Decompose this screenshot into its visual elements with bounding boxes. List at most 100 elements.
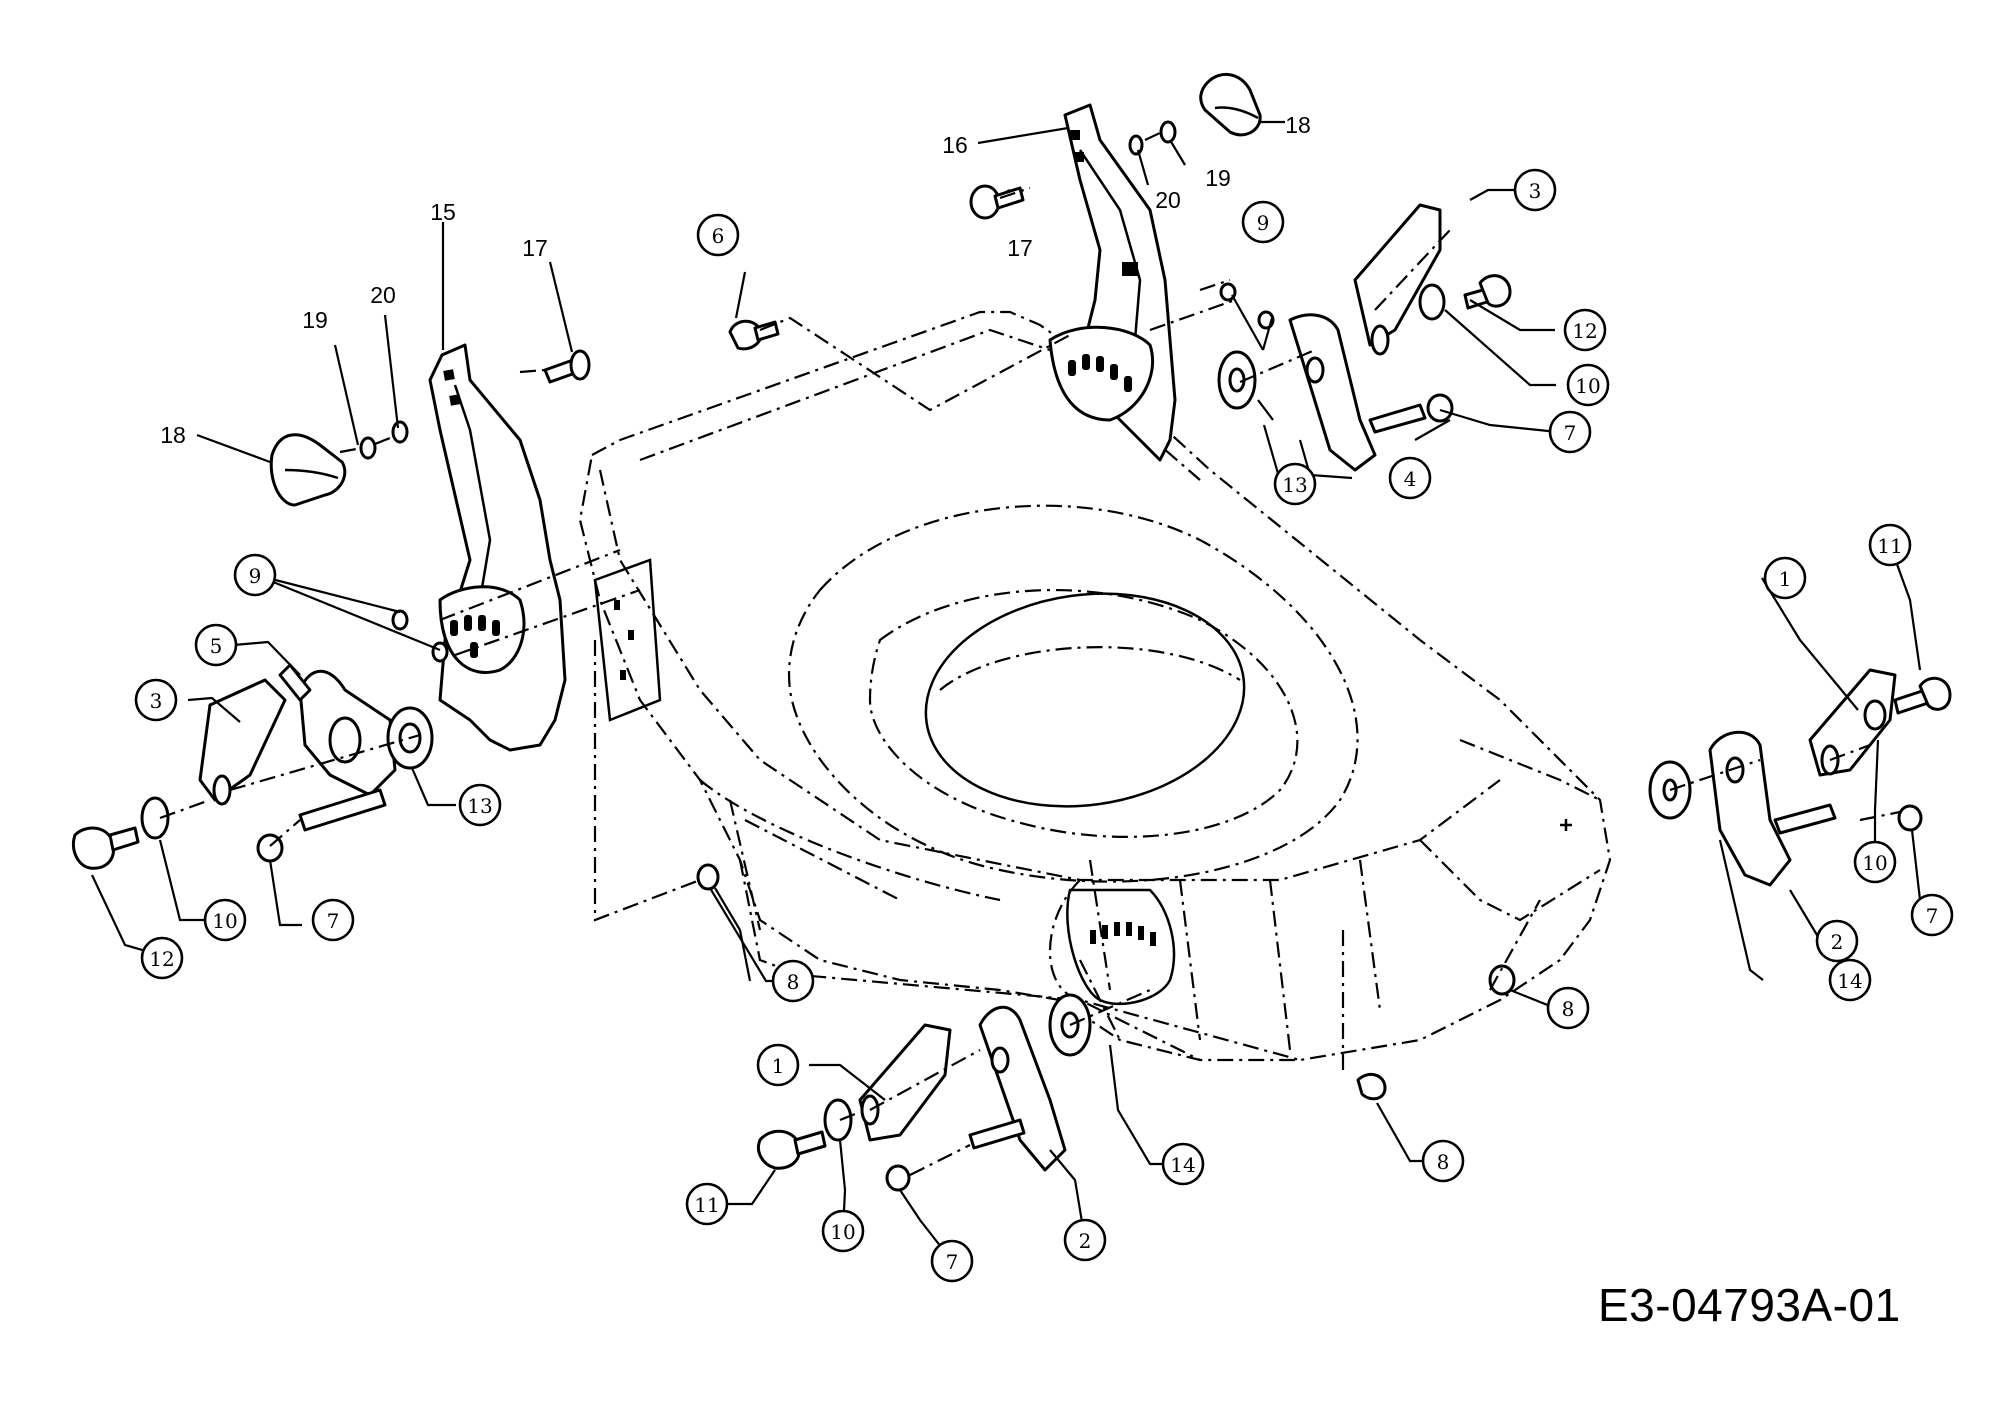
callout-circle	[1868, 523, 1912, 567]
part-label: 19	[1205, 165, 1231, 191]
callout-number: 8	[1562, 997, 1575, 1021]
callout-11: 11	[1868, 523, 1912, 567]
callout-7: 7	[1910, 893, 1954, 937]
part-label: 20	[370, 282, 396, 308]
callout-3: 3	[134, 678, 178, 722]
callout-18: 18	[1285, 112, 1311, 138]
callout-7: 7	[1548, 410, 1592, 454]
callout-circle	[756, 1043, 800, 1087]
callout-circle	[771, 959, 815, 1003]
height-adjust-bracket-left	[428, 343, 567, 752]
callout-13: 13	[458, 783, 502, 827]
callout-19: 19	[1205, 165, 1231, 191]
part-label: 15	[430, 199, 456, 225]
callout-10: 10	[1566, 363, 1610, 407]
callout-number: 5	[210, 634, 223, 658]
callout-1: 1	[1763, 556, 1807, 600]
knob-18-left	[269, 433, 347, 507]
callout-13: 13	[1273, 462, 1317, 506]
callout-circle	[140, 936, 184, 980]
callout-number: 1	[772, 1054, 785, 1078]
callout-circle	[1241, 200, 1285, 244]
callout-2: 2	[1815, 919, 1859, 963]
callout-number: 2	[1079, 1229, 1092, 1253]
callout-5: 5	[194, 623, 238, 667]
callout-number: 14	[1170, 1153, 1195, 1177]
part-label: 17	[522, 235, 548, 261]
callout-number: 12	[1572, 319, 1597, 343]
callout-10: 10	[1853, 840, 1897, 884]
callout-labels: 1122334567777888991010101011111212131314…	[134, 112, 1954, 1283]
callout-8: 8	[1421, 1139, 1465, 1183]
callout-number: 8	[1437, 1150, 1450, 1174]
callout-circle	[696, 213, 740, 257]
part-label: 20	[1155, 187, 1181, 213]
callout-2: 2	[1063, 1218, 1107, 1262]
callout-number: 11	[694, 1193, 719, 1217]
callout-circle	[1063, 1218, 1107, 1262]
callout-circle	[194, 623, 238, 667]
callout-circle	[1763, 556, 1807, 600]
callout-number: 3	[1529, 179, 1542, 203]
callout-number: 1	[1779, 567, 1792, 591]
callout-circle	[311, 898, 355, 942]
part-label: 19	[302, 307, 328, 333]
callout-7: 7	[930, 1239, 974, 1283]
callout-number: 10	[830, 1220, 855, 1244]
callout-circle	[1910, 893, 1954, 937]
callout-number: 7	[946, 1250, 959, 1274]
callout-circle	[134, 678, 178, 722]
callout-20: 20	[1155, 187, 1181, 213]
bracket-notches-left	[450, 615, 500, 658]
callout-1: 1	[756, 1043, 800, 1087]
part-label: 17	[1007, 235, 1033, 261]
callout-3: 3	[1513, 168, 1557, 212]
callout-number: 4	[1404, 467, 1417, 491]
callout-circle	[1853, 840, 1897, 884]
callout-circle	[1513, 168, 1557, 212]
callout-19: 19	[302, 307, 328, 333]
callout-8: 8	[1546, 986, 1590, 1030]
callout-circle	[1548, 410, 1592, 454]
callout-number: 2	[1831, 930, 1844, 954]
assembly-lines	[159, 131, 1901, 1176]
mower-deck	[578, 310, 1612, 1062]
callout-number: 13	[1282, 473, 1307, 497]
callout-9: 9	[1241, 200, 1285, 244]
callout-circle	[685, 1182, 729, 1226]
leader-lines	[91, 120, 1933, 1262]
bolt-6	[728, 319, 780, 351]
callout-8: 8	[771, 959, 815, 1003]
callout-14: 14	[1161, 1142, 1205, 1186]
callout-12: 12	[1563, 308, 1607, 352]
callout-number: 3	[150, 689, 163, 713]
callout-circle	[1421, 1139, 1465, 1183]
callout-16: 16	[942, 132, 968, 158]
callout-circle	[203, 898, 247, 942]
callout-circle	[821, 1209, 865, 1253]
callout-number: 9	[1257, 211, 1270, 235]
callout-circle	[1815, 919, 1859, 963]
callout-10: 10	[821, 1209, 865, 1253]
wheel-axle-group-left-front	[757, 993, 1092, 1192]
callout-17: 17	[522, 235, 548, 261]
callout-circle	[233, 553, 277, 597]
wheel-axle-group-right-rear	[1217, 203, 1512, 472]
callout-17: 17	[1007, 235, 1033, 261]
callout-20: 20	[370, 282, 396, 308]
callout-number: 9	[249, 564, 262, 588]
callout-number: 10	[1862, 851, 1887, 875]
callout-number: 7	[327, 909, 340, 933]
callout-10: 10	[203, 898, 247, 942]
callout-number: 8	[787, 970, 800, 994]
carriage-bolts-17	[543, 184, 1025, 384]
callout-7: 7	[311, 898, 355, 942]
part-label: 16	[942, 132, 968, 158]
callout-circle	[1563, 308, 1607, 352]
callout-number: 10	[212, 909, 237, 933]
callout-circle	[1273, 462, 1317, 506]
callout-circle	[930, 1239, 974, 1283]
callout-number: 6	[712, 224, 725, 248]
callout-18: 18	[160, 422, 186, 448]
